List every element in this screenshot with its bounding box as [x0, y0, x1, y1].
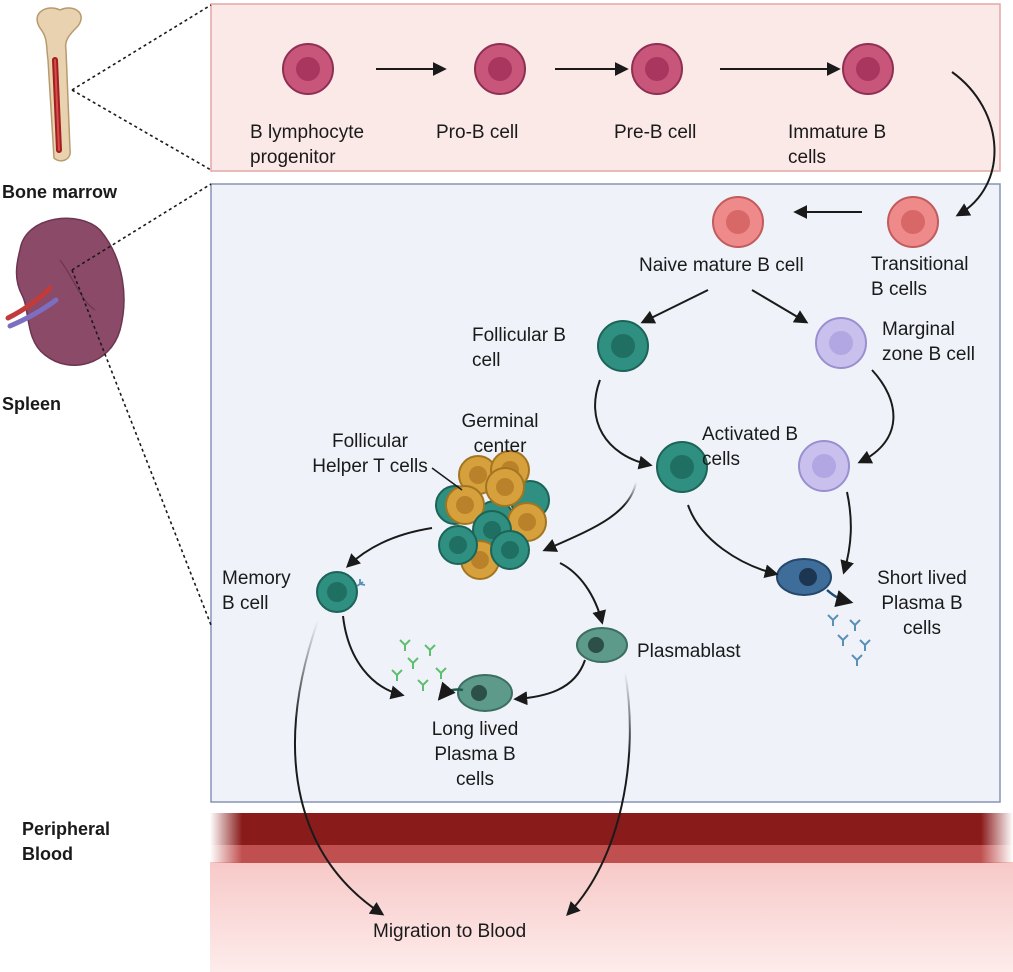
label-transitional-b-cells: Transitional B cells [871, 254, 969, 300]
spleen-arrows [342, 205, 895, 706]
label-spleen: Spleen [2, 394, 62, 414]
arrow-activated-to-germinal [542, 481, 637, 552]
cell-marginal-zone-b [815, 317, 867, 369]
spleen-illustration [5, 217, 125, 366]
label-short-lived-plasma-b-cells: Short lived Plasma B cells [877, 568, 967, 639]
label-peripheral-blood: Peripheral Blood [22, 819, 111, 864]
bone-marrow-arrows [376, 62, 996, 217]
label-memory-b-cell: Memory B cell [222, 568, 291, 614]
cell-follicular-b [597, 320, 649, 372]
label-activated-b-cells: Activated B cells [702, 424, 799, 470]
label-long-lived-plasma-b-cells: Long lived Plasma B cells [431, 719, 519, 790]
cell-transitional-b [887, 196, 939, 248]
label-immature-b-cells: Immature B cells [788, 122, 887, 168]
spleen-panel [210, 183, 1001, 803]
label-migration-to-blood: Migration to Blood [373, 921, 527, 942]
cell-activated-b-marginal [798, 440, 850, 492]
arrow-plasmablast-to-blood [566, 671, 631, 917]
bone-illustration [36, 7, 82, 162]
peripheral-blood-band [210, 813, 1013, 972]
label-naive-mature-b-cell: Naive mature B cell [639, 255, 804, 276]
antibodies-short-lived [827, 614, 871, 666]
arrow-memory-to-blood [294, 619, 385, 916]
label-plasmablast: Plasmablast [637, 641, 741, 662]
label-follicular-helper-t-cells: Follicular Helper T cells [312, 431, 428, 477]
label-marginal-zone-b-cell: Marginal zone B cell [882, 319, 975, 365]
label-pre-b-cell: Pre-B cell [614, 122, 697, 143]
cell-memory-b [316, 571, 366, 613]
bone-zoom-lines [71, 4, 212, 171]
cell-pre-b [631, 43, 683, 95]
cell-naive-mature-b [712, 196, 764, 248]
label-germinal-center: Germinal center [461, 411, 539, 457]
tfh-pointer [431, 467, 463, 491]
cell-activated-b-follicular [656, 441, 708, 493]
label-pro-b-cell: Pro-B cell [436, 122, 519, 143]
cell-plasmablast [576, 627, 628, 663]
cell-immature-b [842, 43, 894, 95]
label-b-lymphocyte-progenitor: B lymphocyte progenitor [250, 122, 365, 168]
cell-pro-b [474, 43, 526, 95]
cell-long-lived-plasma [437, 674, 513, 712]
label-follicular-b-cell: Follicular B cell [472, 325, 566, 371]
cell-b-lymphocyte-progenitor [282, 43, 334, 95]
cell-short-lived-plasma [776, 558, 854, 608]
germinal-center-cluster [435, 450, 550, 580]
label-bone-marrow: Bone marrow [2, 182, 118, 202]
antibodies-long-lived [391, 639, 447, 691]
